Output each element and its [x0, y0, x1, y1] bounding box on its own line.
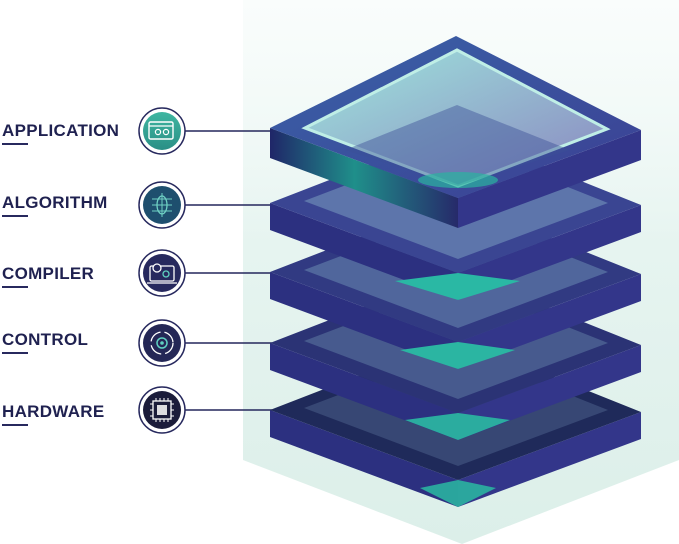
label-underline — [2, 143, 28, 145]
layer-label-control: CONTROL — [2, 330, 89, 349]
compiler-gears-icon — [138, 249, 186, 297]
label-underline — [2, 286, 28, 288]
layer-label-algorithm: ALGORITHM — [2, 193, 108, 212]
layer-label-hardware: HARDWARE — [2, 402, 105, 421]
application-window-icon — [138, 107, 186, 155]
control-cycle-icon — [138, 319, 186, 367]
algorithm-chip-icon — [138, 181, 186, 229]
connector-lines — [185, 130, 272, 411]
label-underline — [2, 215, 28, 217]
layer-label-application: APPLICATION — [2, 121, 120, 140]
layer-label-compiler: COMPILER — [2, 264, 95, 283]
layer-application — [270, 36, 641, 228]
label-underline — [2, 352, 28, 354]
hardware-processor-icon — [138, 386, 186, 434]
label-underline — [2, 424, 28, 426]
